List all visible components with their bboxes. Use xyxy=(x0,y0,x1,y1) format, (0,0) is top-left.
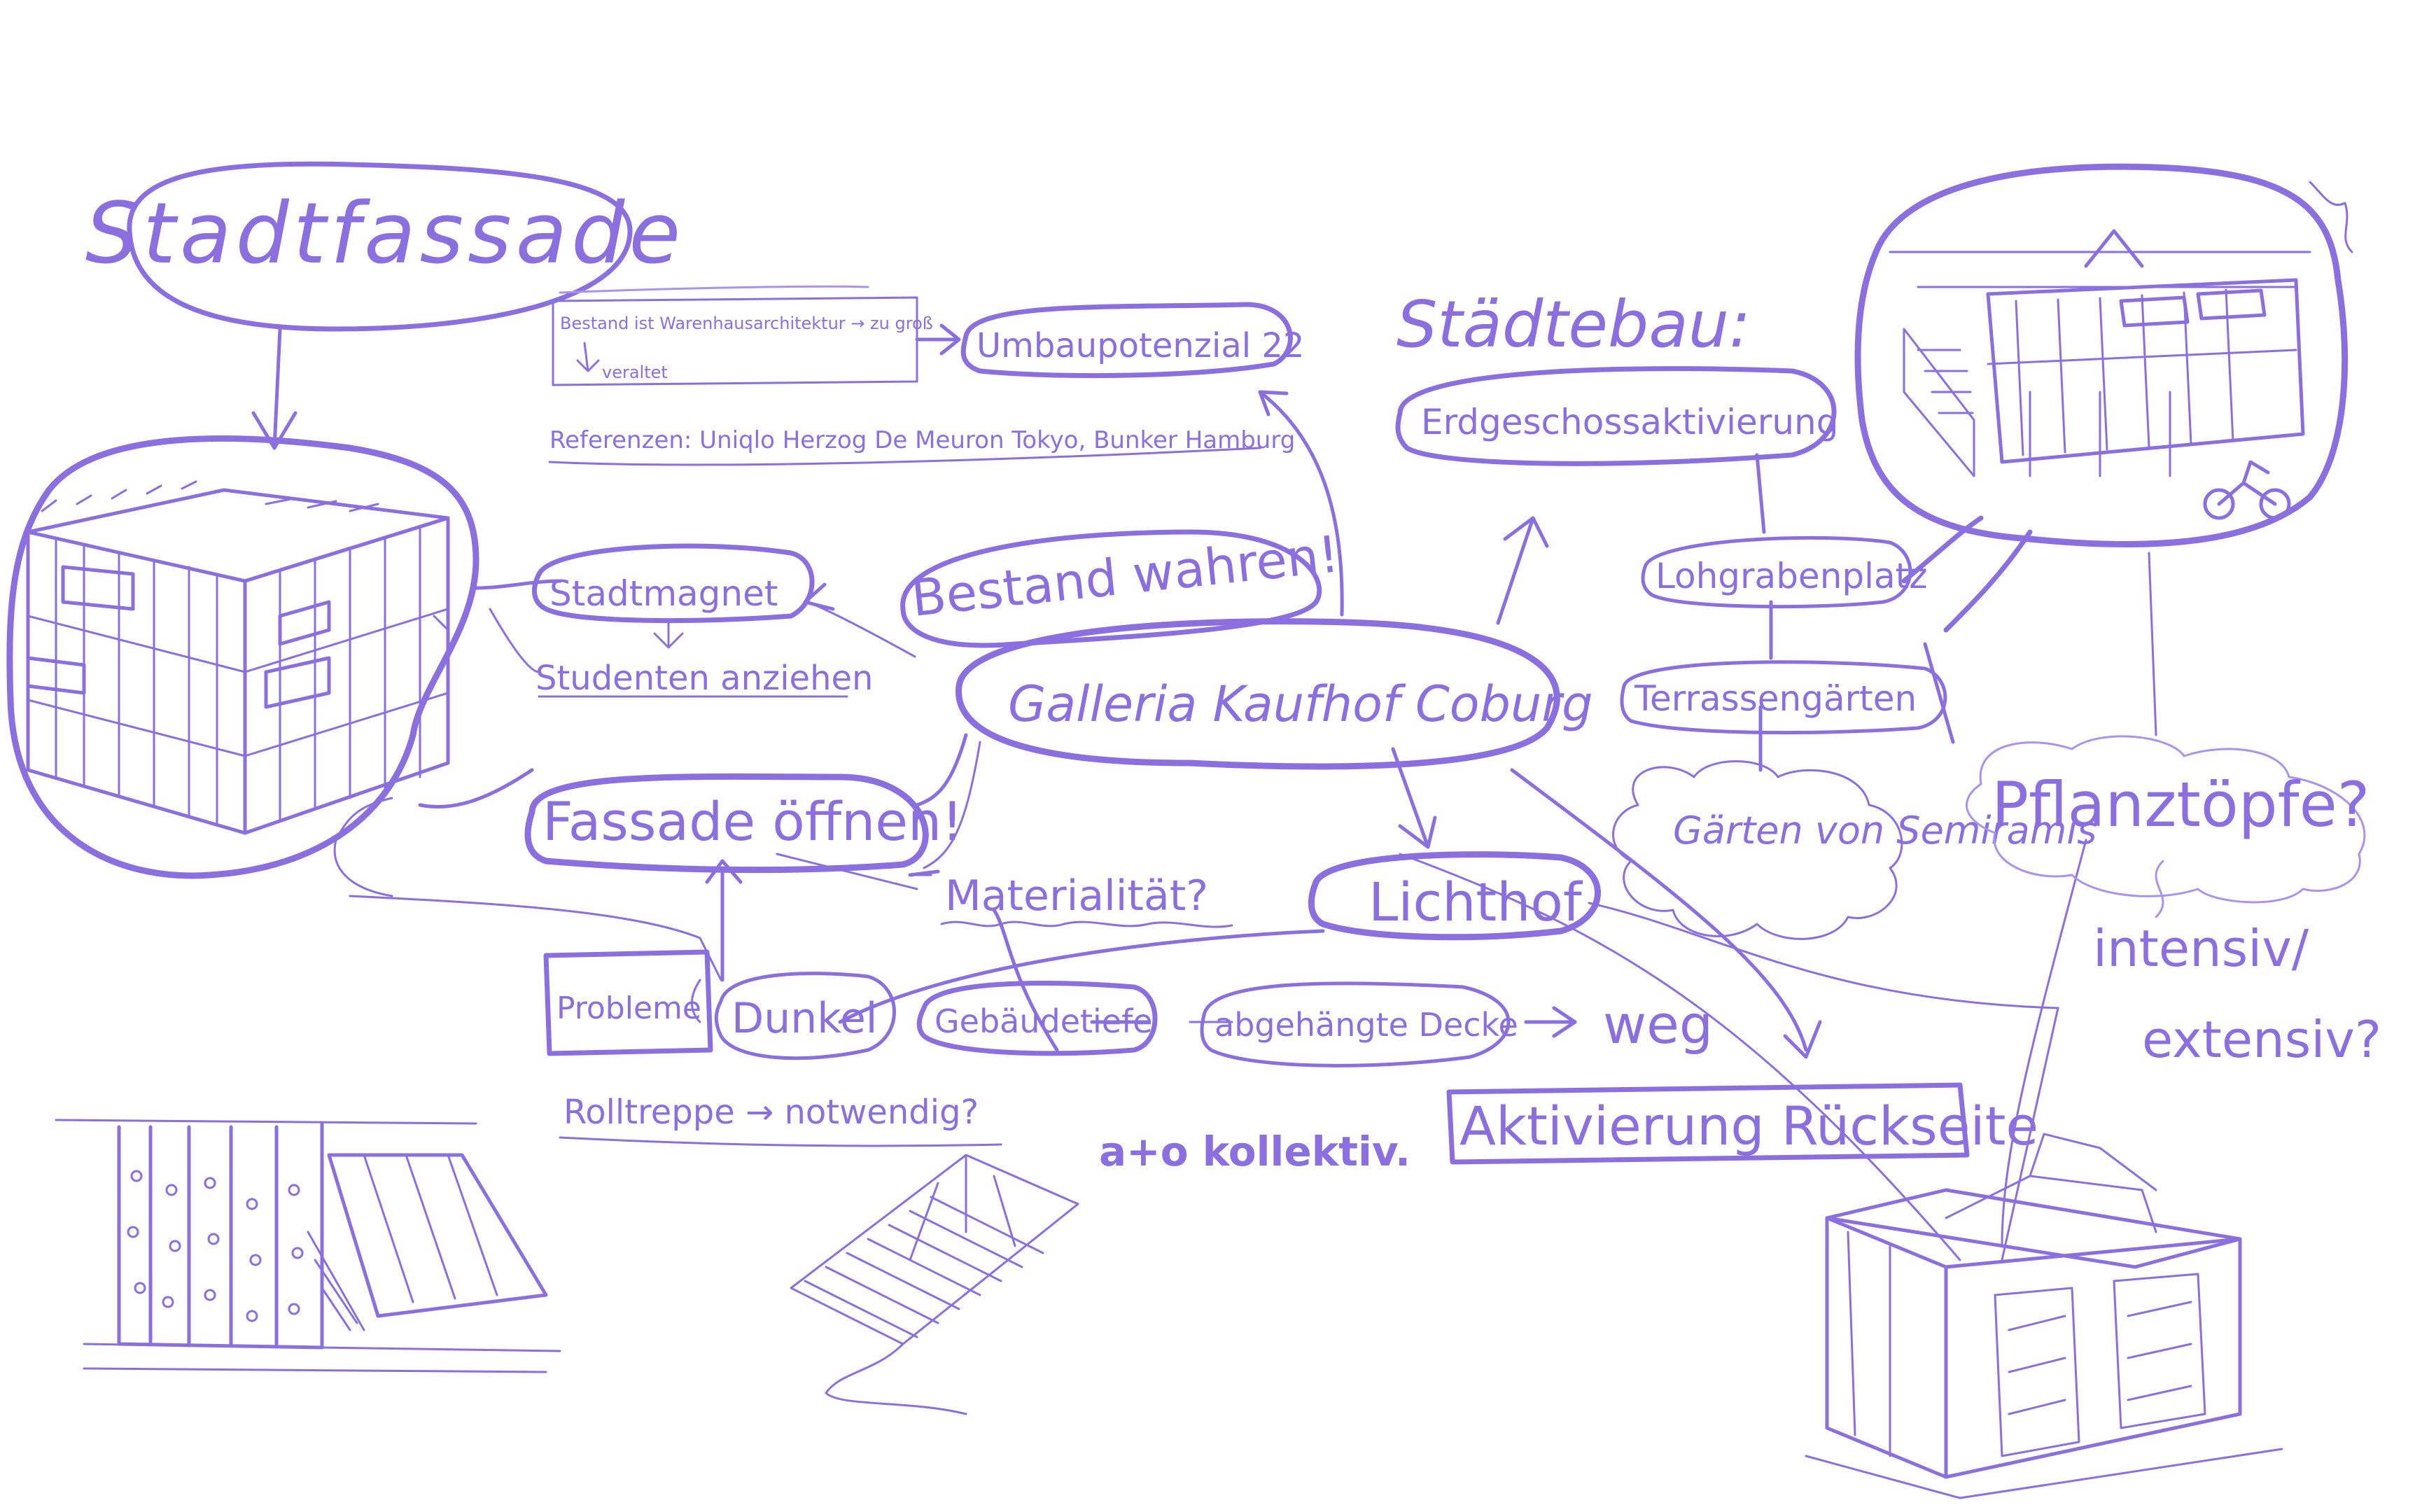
aktivierung-node: Aktivierung Rückseite xyxy=(1446,1082,2038,1165)
probleme-label: Probleme xyxy=(556,990,701,1026)
pflanztoepfe-node: Pflanztöpfe? xyxy=(1966,735,2370,904)
abgehaengte-decke-node: abgehängte Decke xyxy=(1200,981,1518,1068)
stadtfassade-label: Stadtfassade xyxy=(85,186,685,283)
weg-note: weg xyxy=(1603,993,1713,1056)
materialitaet-note: Materialität? xyxy=(940,872,1233,928)
rolltreppe-note: Rolltreppe → notwendig? xyxy=(559,1093,1002,1147)
probleme-node: Probleme xyxy=(543,949,713,1056)
studenten-label: Studenten anziehen xyxy=(536,659,873,698)
referenzen-note: Referenzen: Uniqlo Herzog De Meuron Toky… xyxy=(548,426,1295,466)
fassade-oeffnen-node: Fassade öffnen! xyxy=(524,773,963,874)
veraltet-label: veraltet xyxy=(602,363,668,382)
extensiv-label: extensiv? xyxy=(2142,1010,2381,1069)
bestand-note: Bestand ist Warenhausarchitektur → zu gr… xyxy=(552,285,961,386)
roof-garden-sketch xyxy=(1805,1133,2283,1499)
lohgraben-node: Lohgrabenplatz xyxy=(1641,536,1928,609)
courtyard-perspective-sketch xyxy=(1854,163,2353,547)
gaerten-node: Gärten von Semiramis xyxy=(1612,760,2096,940)
intensiv-label: intensiv/ xyxy=(2093,919,2309,978)
erdgeschoss-node: Erdgeschossaktivierung xyxy=(1395,366,1838,466)
stadtfassade-node: Stadtfassade xyxy=(85,161,685,332)
building-cube-sketch xyxy=(6,435,479,879)
connectors xyxy=(251,327,2157,1261)
dunkel-node: Dunkel xyxy=(714,972,896,1060)
stadtmagnet-node: Stadtmagnet xyxy=(531,543,815,649)
bestand-note-label: Bestand ist Warenhausarchitektur → zu gr… xyxy=(560,314,933,333)
referenzen-label: Referenzen: Uniqlo Herzog De Meuron Toky… xyxy=(550,426,1295,454)
lichthof-node: Lichthof xyxy=(1308,851,1601,941)
bestand-wahren-label: Bestand wahren! xyxy=(909,524,1342,628)
intensiv-note: intensiv/ extensiv? xyxy=(2093,860,2381,1069)
pflanztoepfe-label: Pflanztöpfe? xyxy=(1991,769,2370,841)
fassade-oeffnen-label: Fassade öffnen! xyxy=(542,790,963,853)
lichthof-label: Lichthof xyxy=(1368,871,1583,933)
terrassen-label: Terrassengärten xyxy=(1634,678,1917,719)
terrassen-node: Terrassengärten xyxy=(1620,660,1947,735)
staedtebau-note: Städtebau: xyxy=(1396,287,1751,362)
rolltreppe-label: Rolltreppe → notwendig? xyxy=(564,1093,979,1132)
erdgeschoss-label: Erdgeschossaktivierung xyxy=(1421,402,1838,442)
umbaupotenzial-node: Umbaupotenzial 22 xyxy=(960,302,1304,379)
facade-elevation-sketch xyxy=(55,1119,561,1373)
gebaeudetiefe-node: Gebäudetiefe xyxy=(916,980,1158,1056)
gebaeudetiefe-label: Gebäudetiefe xyxy=(934,1002,1153,1040)
weg-label: weg xyxy=(1603,993,1713,1056)
escalator-sketch xyxy=(790,1154,1079,1415)
stadtmagnet-label: Stadtmagnet xyxy=(550,573,778,614)
lohgraben-label: Lohgrabenplatz xyxy=(1656,556,1928,596)
staedtebau-label: Städtebau: xyxy=(1396,287,1751,362)
aktivierung-label: Aktivierung Rückseite xyxy=(1460,1095,2038,1157)
galleria-node: Galleria Kaufhof Coburg xyxy=(955,618,1593,770)
galleria-label: Galleria Kaufhof Coburg xyxy=(1008,676,1593,733)
studenten-note: Studenten anziehen xyxy=(536,659,873,698)
kollektiv-label: a+o kollektiv. xyxy=(1099,1128,1410,1175)
dunkel-label: Dunkel xyxy=(732,994,877,1043)
materialitaet-label: Materialität? xyxy=(945,872,1208,920)
bicycle-sketch xyxy=(2203,460,2291,520)
kollektiv-note: a+o kollektiv. xyxy=(1099,1128,1410,1175)
abgehaengte-decke-label: abgehängte Decke xyxy=(1214,1006,1518,1044)
gaerten-label: Gärten von Semiramis xyxy=(1673,808,2096,853)
umbaupotenzial-label: Umbaupotenzial 22 xyxy=(976,326,1304,365)
